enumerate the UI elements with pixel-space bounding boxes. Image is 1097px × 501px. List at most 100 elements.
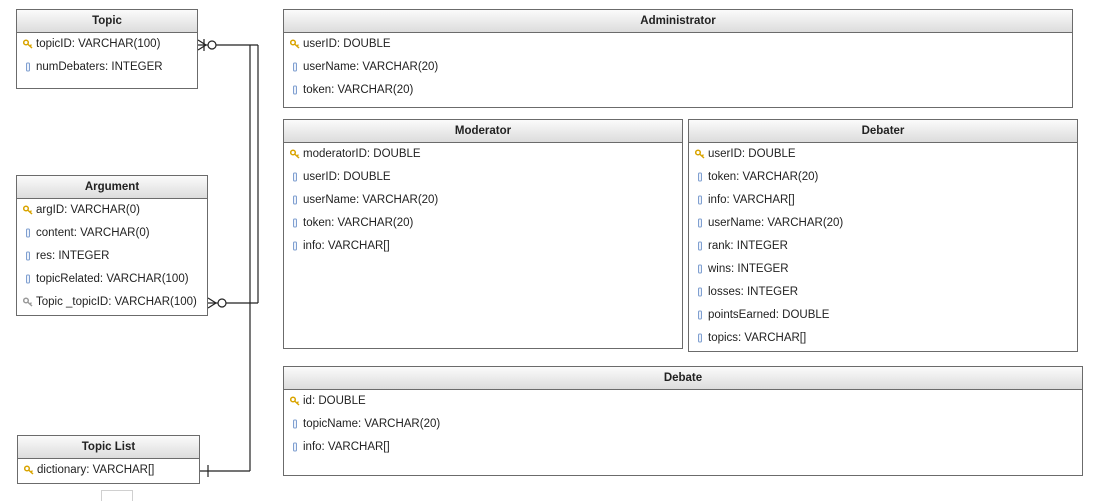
- column-icon: [698, 333, 702, 343]
- column-icon: [293, 172, 297, 182]
- entity-topic[interactable]: Topic topicID: VARCHAR(100) numDebaters:…: [16, 9, 198, 89]
- attribute-row[interactable]: topicName: VARCHAR(20): [284, 413, 1082, 436]
- attribute-row[interactable]: numDebaters: INTEGER: [17, 56, 197, 79]
- key-icon: [23, 205, 33, 215]
- attribute-text: moderatorID: DOUBLE: [303, 148, 421, 160]
- entity-administrator[interactable]: Administrator userID: DOUBLE userName: V…: [283, 9, 1073, 108]
- attribute-row[interactable]: id: DOUBLE: [284, 390, 1082, 413]
- entity-title: Debate: [284, 367, 1082, 390]
- attribute-row[interactable]: moderatorID: DOUBLE: [284, 143, 682, 166]
- attribute-row[interactable]: userID: DOUBLE: [689, 143, 1077, 166]
- column-icon: [26, 62, 30, 72]
- entity-debate[interactable]: Debate id: DOUBLE topicName: VARCHAR(20)…: [283, 366, 1083, 476]
- attribute-text: topicID: VARCHAR(100): [36, 38, 161, 50]
- attribute-text: argID: VARCHAR(0): [36, 204, 140, 216]
- attribute-row[interactable]: Topic _topicID: VARCHAR(100): [17, 291, 207, 314]
- attribute-text: topicRelated: VARCHAR(100): [36, 273, 189, 285]
- attribute-text: userID: DOUBLE: [303, 171, 391, 183]
- key-icon: [23, 39, 33, 49]
- entity-title: Debater: [689, 120, 1077, 143]
- column-icon: [293, 62, 297, 72]
- attribute-row[interactable]: token: VARCHAR(20): [284, 212, 682, 235]
- attribute-text: userName: VARCHAR(20): [708, 217, 844, 229]
- entity-topic-list[interactable]: Topic List dictionary: VARCHAR[]: [17, 435, 200, 484]
- entity-title: Topic: [17, 10, 197, 33]
- attribute-text: info: VARCHAR[]: [708, 194, 795, 206]
- attribute-row[interactable]: userName: VARCHAR(20): [284, 189, 682, 212]
- attribute-text: rank: INTEGER: [708, 240, 788, 252]
- attribute-text: pointsEarned: DOUBLE: [708, 309, 830, 321]
- key-icon: [695, 149, 705, 159]
- attribute-row[interactable]: info: VARCHAR[]: [689, 189, 1077, 212]
- attribute-row[interactable]: token: VARCHAR(20): [689, 166, 1077, 189]
- column-icon: [293, 85, 297, 95]
- attribute-text: dictionary: VARCHAR[]: [37, 464, 155, 476]
- attribute-text: token: VARCHAR(20): [303, 217, 414, 229]
- column-icon: [698, 287, 702, 297]
- attribute-text: token: VARCHAR(20): [708, 171, 819, 183]
- column-icon: [293, 241, 297, 251]
- column-icon: [293, 442, 297, 452]
- attribute-row[interactable]: userID: DOUBLE: [284, 33, 1072, 56]
- column-icon: [293, 218, 297, 228]
- attribute-text: userID: DOUBLE: [708, 148, 796, 160]
- attribute-text: id: DOUBLE: [303, 395, 366, 407]
- attribute-text: token: VARCHAR(20): [303, 84, 414, 96]
- entity-title: Administrator: [284, 10, 1072, 33]
- foreign-key-icon: [23, 297, 33, 307]
- column-icon: [698, 195, 702, 205]
- attribute-row[interactable]: pointsEarned: DOUBLE: [689, 304, 1077, 327]
- column-icon: [698, 310, 702, 320]
- key-icon: [24, 465, 34, 475]
- attribute-row[interactable]: userName: VARCHAR(20): [689, 212, 1077, 235]
- attribute-text: topics: VARCHAR[]: [708, 332, 807, 344]
- attribute-text: userName: VARCHAR(20): [303, 194, 439, 206]
- attribute-row[interactable]: topicID: VARCHAR(100): [17, 33, 197, 56]
- column-icon: [26, 274, 30, 284]
- attribute-row[interactable]: rank: INTEGER: [689, 235, 1077, 258]
- attribute-text: userName: VARCHAR(20): [303, 61, 439, 73]
- attribute-row[interactable]: topics: VARCHAR[]: [689, 327, 1077, 350]
- attribute-text: res: INTEGER: [36, 250, 110, 262]
- attribute-text: wins: INTEGER: [708, 263, 789, 275]
- entity-title: Moderator: [284, 120, 682, 143]
- attribute-text: content: VARCHAR(0): [36, 227, 150, 239]
- column-icon: [698, 218, 702, 228]
- entity-debater[interactable]: Debater userID: DOUBLE token: VARCHAR(20…: [688, 119, 1078, 352]
- attribute-row[interactable]: token: VARCHAR(20): [284, 79, 1072, 102]
- scroll-stub: [101, 490, 133, 501]
- column-icon: [293, 195, 297, 205]
- attribute-row[interactable]: info: VARCHAR[]: [284, 235, 682, 258]
- attribute-row[interactable]: userName: VARCHAR(20): [284, 56, 1072, 79]
- attribute-row[interactable]: argID: VARCHAR(0): [17, 199, 207, 222]
- column-icon: [26, 228, 30, 238]
- attribute-row[interactable]: topicRelated: VARCHAR(100): [17, 268, 207, 291]
- attribute-row[interactable]: losses: INTEGER: [689, 281, 1077, 304]
- attribute-row[interactable]: userID: DOUBLE: [284, 166, 682, 189]
- attribute-row[interactable]: wins: INTEGER: [689, 258, 1077, 281]
- attribute-text: userID: DOUBLE: [303, 38, 391, 50]
- attribute-text: losses: INTEGER: [708, 286, 799, 298]
- attribute-row[interactable]: res: INTEGER: [17, 245, 207, 268]
- attribute-row[interactable]: content: VARCHAR(0): [17, 222, 207, 245]
- attribute-text: Topic _topicID: VARCHAR(100): [36, 296, 197, 308]
- entity-title: Argument: [17, 176, 207, 199]
- key-icon: [290, 149, 300, 159]
- attribute-row[interactable]: info: VARCHAR[]: [284, 436, 1082, 459]
- column-icon: [698, 172, 702, 182]
- optional-circle-marker: [207, 40, 217, 50]
- entity-moderator[interactable]: Moderator moderatorID: DOUBLE userID: DO…: [283, 119, 683, 349]
- attribute-text: numDebaters: INTEGER: [36, 61, 163, 73]
- entity-argument[interactable]: Argument argID: VARCHAR(0) content: VARC…: [16, 175, 208, 316]
- column-icon: [698, 241, 702, 251]
- column-icon: [26, 251, 30, 261]
- entity-title: Topic List: [18, 436, 199, 459]
- key-icon: [290, 39, 300, 49]
- attribute-text: info: VARCHAR[]: [303, 441, 390, 453]
- attribute-text: info: VARCHAR[]: [303, 240, 390, 252]
- column-icon: [293, 419, 297, 429]
- column-icon: [698, 264, 702, 274]
- attribute-row[interactable]: dictionary: VARCHAR[]: [18, 459, 199, 482]
- key-icon: [290, 396, 300, 406]
